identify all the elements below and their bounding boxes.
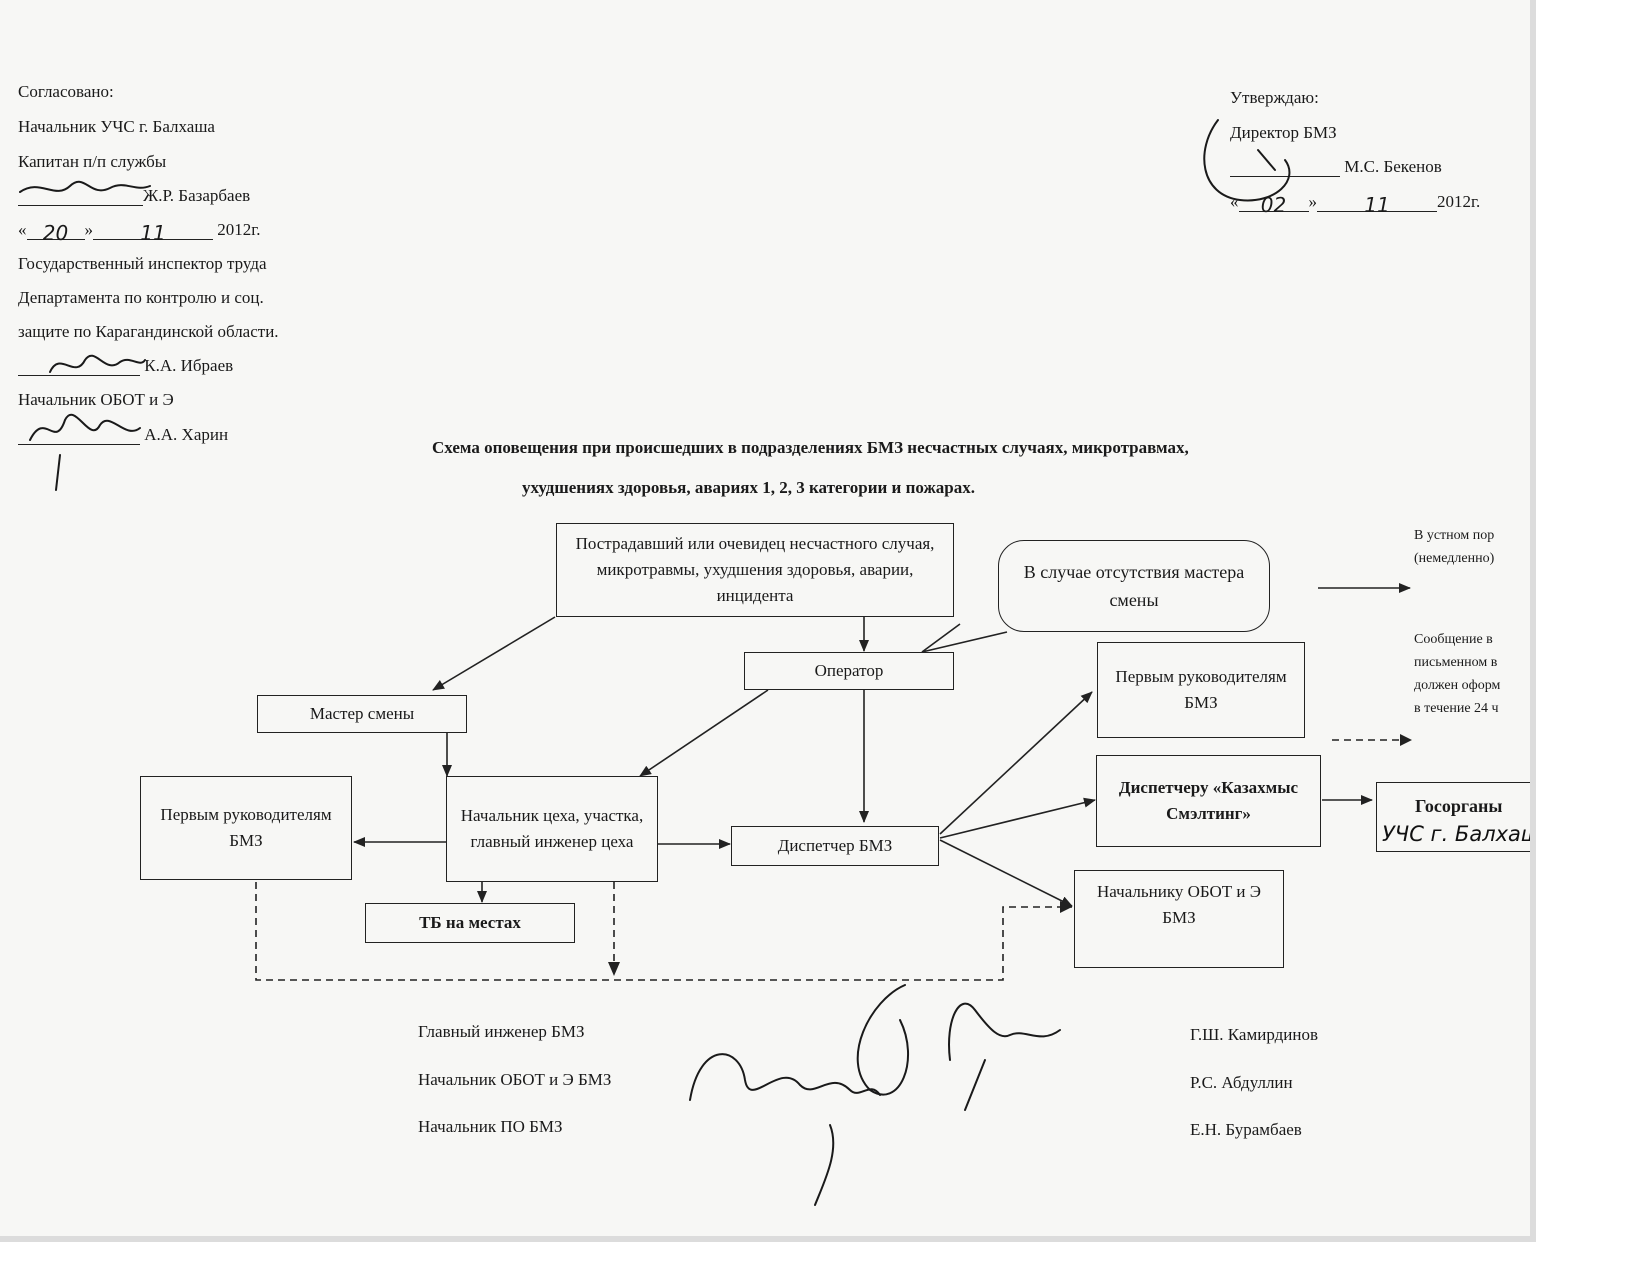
left-approval-heading: Согласовано: <box>18 82 114 101</box>
node-shop-head: Начальник цеха, участка, главный инженер… <box>446 776 658 882</box>
left-approval-date: «20»11 2012г. <box>18 220 261 245</box>
signature-role-obot-head: Начальник ОБОТ и Э БМЗ <box>418 1070 612 1089</box>
node-callout-no-shift-master: В случае отсутствия мастера смены <box>998 540 1270 632</box>
legend-oral: В устном пор (немедленно) <box>1414 524 1526 570</box>
node-first-heads-right: Первым руководителям БМЗ <box>1097 642 1305 738</box>
document-page <box>0 0 1530 1236</box>
left-approval-line1: Начальник УЧС г. Балхаша <box>18 117 215 136</box>
left-date-day: 20 <box>26 223 85 243</box>
diagram-title-line1: Схема оповещения при происшедших в подра… <box>432 438 1189 457</box>
signature-scribble-bazarbaev <box>19 180 151 193</box>
signature-scribble-bottom-loop <box>814 984 909 1206</box>
legend-written-line2: письменном в <box>1414 655 1498 670</box>
signature-scribble-bottom-right <box>948 1002 1061 1111</box>
node-obot-head: Начальнику ОБОТ и Э БМЗ <box>1074 870 1284 968</box>
node-victim-or-witness: Пострадавший или очевидец несчастного сл… <box>556 523 954 617</box>
right-date-year: 2012г. <box>1437 192 1481 211</box>
left-approval-name1: Ж.Р. Базарбаев <box>143 186 251 205</box>
legend-written: Сообщение в письменном в должен оформ в … <box>1414 628 1526 720</box>
right-approval-name: М.С. Бекенов <box>1344 157 1442 176</box>
node-tb-on-site: ТБ на местах <box>365 903 575 943</box>
signature-scribble-bottom-left <box>689 1053 881 1101</box>
left-approval-obot-title: Начальник ОБОТ и Э <box>18 390 174 409</box>
signature-role-po-head: Начальник ПО БМЗ <box>418 1117 563 1136</box>
node-shift-master: Мастер смены <box>257 695 467 733</box>
inspector-line3: защите по Карагандинской области. <box>18 322 279 341</box>
legend-oral-line2: (немедленно) <box>1414 551 1495 566</box>
legend-oral-line1: В устном пор <box>1414 528 1495 543</box>
node-dispatcher-kazakhmys: Диспетчеру «Казахмыс Смэлтинг» <box>1096 755 1321 847</box>
node-first-heads-left: Первым руководителям БМЗ <box>140 776 352 880</box>
left-date-month: 11 <box>93 223 213 243</box>
signature-scribble-kharin <box>29 413 141 491</box>
right-approval-signature-line: М.С. Бекенов <box>1230 157 1442 177</box>
node-dispatcher-bmz: Диспетчер БМЗ <box>731 826 939 866</box>
node-gosorgany: Госорганы <box>1376 782 1530 852</box>
signature-name-burambaev: Е.Н. Бурамбаев <box>1190 1120 1302 1139</box>
right-approval-heading: Утверждаю: <box>1230 88 1319 107</box>
signature-scribble-ibraev <box>49 354 146 373</box>
inspector-line1: Государственный инспектор труда <box>18 254 267 273</box>
node-gosorgany-label: Госорганы <box>1415 796 1503 816</box>
legend-written-line3: должен оформ <box>1414 678 1501 693</box>
left-approval-name2: К.А. Ибраев <box>144 356 234 375</box>
signature-scribble-bekenov <box>1203 119 1291 202</box>
left-approval-signature-line1: Ж.Р. Базарбаев <box>18 186 250 206</box>
right-date-day: 02 <box>1238 195 1309 215</box>
left-date-year: 2012г. <box>217 220 261 239</box>
left-approval-signature-line2: К.А. Ибраев <box>18 356 233 376</box>
left-approval-line2: Капитан п/п службы <box>18 152 167 171</box>
left-approval-name3: А.А. Харин <box>144 425 229 444</box>
left-approval-signature-line3: А.А. Харин <box>18 425 228 445</box>
legend-written-line1: Сообщение в <box>1414 632 1493 647</box>
signature-name-kamirdinov: Г.Ш. Камирдинов <box>1190 1025 1318 1044</box>
legend-written-line4: в течение 24 ч <box>1414 701 1499 716</box>
signature-name-abdullin: Р.С. Абдуллин <box>1190 1073 1293 1092</box>
node-operator: Оператор <box>744 652 954 690</box>
signature-role-chief-engineer: Главный инженер БМЗ <box>418 1022 585 1041</box>
diagram-title-line2: ухудшениях здоровья, авариях 1, 2, 3 кат… <box>522 478 975 497</box>
inspector-line2: Департамента по контролю и соц. <box>18 288 264 307</box>
right-approval-title: Директор БМЗ <box>1230 123 1337 142</box>
gosorgany-stamp: УЧС г. Балхаш <box>1382 822 1530 846</box>
right-date-month: 11 <box>1317 195 1437 215</box>
